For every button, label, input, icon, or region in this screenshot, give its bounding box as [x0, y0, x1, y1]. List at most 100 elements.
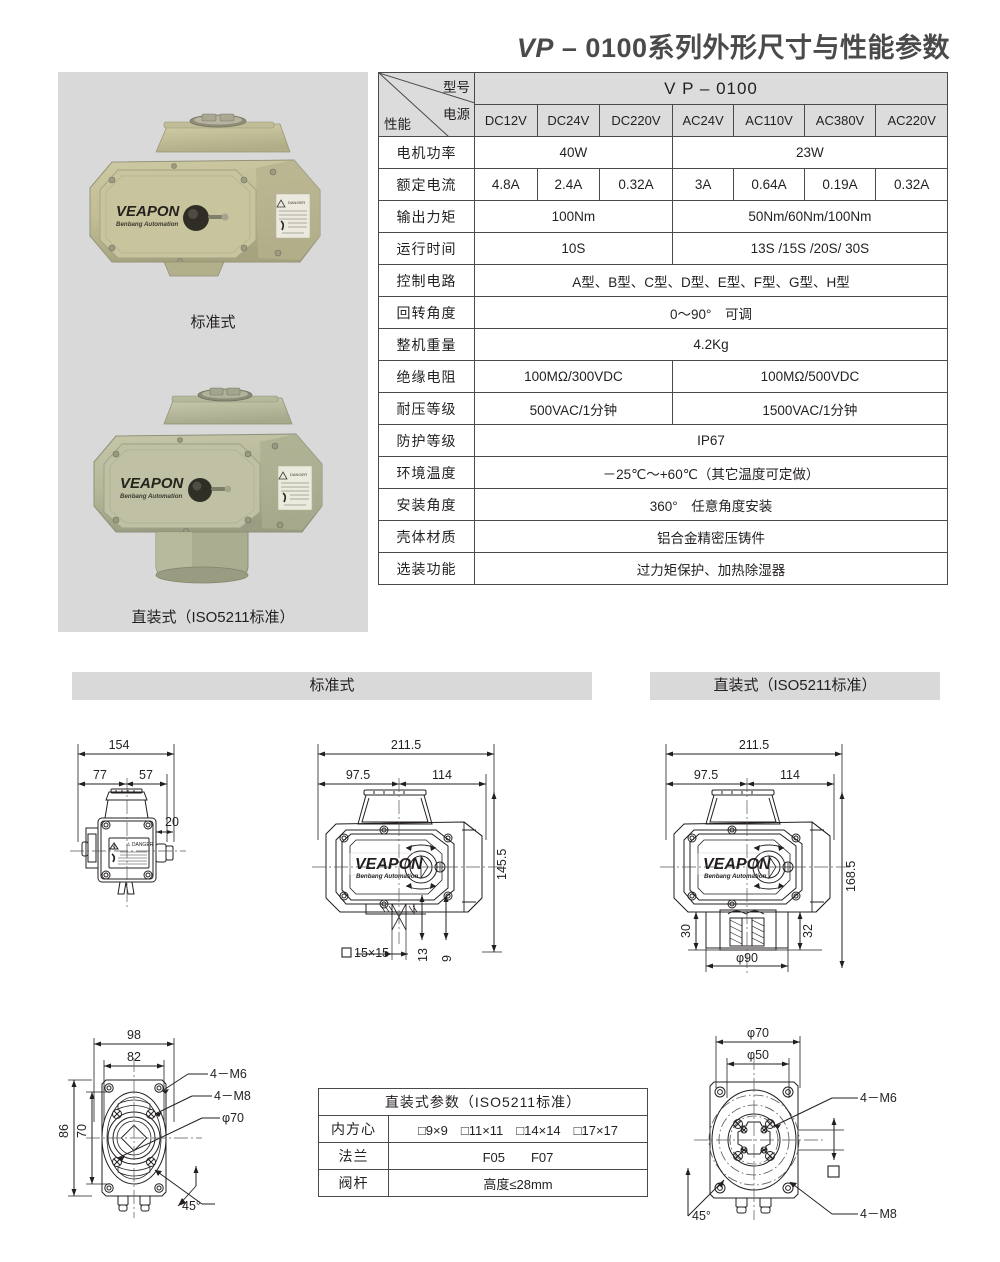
svg-text:DANGER: DANGER: [290, 472, 307, 477]
dim-phi90-label: φ90: [736, 951, 758, 965]
iso-table-title-row: 直装式参数（ISO5211标准）: [318, 1088, 648, 1116]
iso-row-value-0: □9×9 □11×11 □14×14 □17×17: [388, 1115, 648, 1143]
photo-iso-brand-text: VEAPON: [120, 475, 185, 492]
label-45deg-iso: 45°: [692, 1209, 711, 1223]
spec-row-value: 360° 任意角度安装: [474, 488, 948, 521]
spec-row-value: 0.32A: [599, 168, 673, 201]
spec-row-value: IP67: [474, 424, 948, 457]
drawing-front-iso: 211.5 97.5 114 168.5 30 32 φ90 VEAPON Be…: [644, 712, 954, 1042]
iso-row-key-1: 法兰: [318, 1142, 389, 1170]
spec-row-label: 选装功能: [378, 552, 475, 585]
photo-caption-iso: 直装式（ISO5211标准）: [131, 609, 295, 626]
voltage-header-5: AC380V: [803, 104, 877, 137]
product-photo-standard: VEAPON Benbang Automation DANGER 标准式: [58, 90, 368, 332]
iso-row-key-0: 内方心: [318, 1115, 389, 1143]
model-name-cell: V P – 0100: [474, 72, 948, 105]
product-photo-panel: VEAPON Benbang Automation DANGER 标准式: [58, 72, 368, 632]
iso-row-key-2: 阀杆: [318, 1169, 389, 1197]
spec-row-label: 安装角度: [378, 488, 475, 521]
spec-row-value: 4.2Kg: [474, 328, 948, 361]
dim-154-label: 154: [109, 738, 130, 752]
label-4-m8-std: 4－M8: [214, 1089, 251, 1103]
spec-row-label: 防护等级: [378, 424, 475, 457]
iso-table-row-2: 阀杆 高度≤28mm: [318, 1169, 648, 1197]
label-4-m6-iso: 4－M6: [860, 1091, 897, 1105]
label-4-m6-std: 4－M6: [210, 1067, 247, 1081]
dim-57-label: 57: [139, 768, 153, 782]
spec-row-value: 4.8A: [474, 168, 538, 201]
corner-label-performance: 性能: [384, 117, 411, 132]
spec-row-label: 输出力矩: [378, 200, 475, 233]
iso-row-value-1: F05 F07: [388, 1142, 648, 1170]
dim-9-label: 9: [440, 955, 454, 962]
corner-label-power: 电源: [443, 107, 470, 122]
spec-row-value: 40W: [474, 136, 673, 169]
dim-82-label: 82: [127, 1050, 141, 1064]
spec-row-value: 2.4A: [536, 168, 601, 201]
dim-98-label: 98: [127, 1028, 141, 1042]
spec-row-value: 100Nm: [474, 200, 673, 233]
actuator-photo-standard-image: VEAPON Benbang Automation DANGER: [89, 113, 321, 277]
dim-70-label: 70: [75, 1124, 89, 1138]
label-phi70-std: φ70: [222, 1111, 244, 1125]
spec-row-value: 50Nm/60Nm/100Nm: [671, 200, 949, 233]
photo-brand-text: VEAPON: [116, 203, 181, 220]
product-photo-iso: VEAPON Benbang Automation DANGER 直装式（IS: [58, 370, 368, 627]
spec-row-value: 铝合金精密压铸件: [474, 520, 948, 553]
label-4-m8-iso: 4－M8: [860, 1207, 897, 1221]
iso-parameter-table-body: 直装式参数（ISO5211标准） 内方心 □9×9 □11×11 □14×14 …: [318, 1088, 648, 1197]
drawing-band-standard: 标准式: [72, 672, 592, 700]
spec-row: 环境温度－25℃～+60℃（其它温度可定做）: [378, 456, 948, 489]
iso-parameter-table: 直装式参数（ISO5211标准） 内方心 □9×9 □11×11 □14×14 …: [318, 1088, 648, 1197]
drawing-bottom-iso: φ70 φ50 4－M6 4－M8 45°: [648, 1020, 948, 1260]
drawing-subbrand-iso: Benbang Automation: [704, 873, 767, 880]
voltage-header-3: AC24V: [671, 104, 735, 137]
spec-row-value: 10S: [474, 232, 673, 265]
dim-114-label: 114: [432, 768, 452, 782]
iso-table-title: 直装式参数（ISO5211标准）: [318, 1088, 648, 1116]
spec-row: 选装功能过力矩保护、加热除湿器: [378, 552, 948, 585]
spec-row-label: 电机功率: [378, 136, 475, 169]
dim-2115-label: 211.5: [391, 738, 421, 752]
specification-table: 型号 电源 性能 V P – 0100 DC12V DC24V DC220V A…: [378, 72, 949, 585]
dim-975-label: 97.5: [346, 768, 370, 782]
bottom-iso-svg: φ70 φ50 4－M6 4－M8 45°: [685, 1026, 897, 1223]
title-model-prefix: VP: [516, 33, 554, 63]
dim-1685-label: 168.5: [844, 861, 858, 892]
spec-row-value: 0.32A: [875, 168, 948, 201]
spec-row-label: 回转角度: [378, 296, 475, 329]
spec-row-label: 壳体材质: [378, 520, 475, 553]
spec-row-value: 13S /15S /20S/ 30S: [671, 232, 949, 265]
iso-table-row-0: 内方心 □9×9 □11×11 □14×14 □17×17: [318, 1115, 648, 1143]
dim-77-label: 77: [93, 768, 107, 782]
corner-diagonal-lines: [379, 73, 475, 137]
label-phi70-iso: φ70: [747, 1026, 769, 1040]
drawing-front-standard: 211.5 97.5 114 145.5 13 9 15×15 VEAPON B…: [296, 712, 606, 1022]
iso-table-row-1: 法兰 F05 F07: [318, 1142, 648, 1170]
spec-row-label: 控制电路: [378, 264, 475, 297]
spec-row-value: 过力矩保护、加热除湿器: [474, 552, 948, 585]
spec-row-value: 3A: [671, 168, 735, 201]
voltage-header-6: AC220V: [875, 104, 948, 137]
corner-header-cell: 型号 电源 性能: [378, 72, 475, 137]
spec-table-header-row-model: 型号 电源 性能 V P – 0100: [378, 72, 948, 137]
spec-row-value: 100MΩ/500VDC: [671, 360, 949, 393]
photo-caption-standard: 标准式: [190, 314, 236, 331]
spec-row-value: 23W: [671, 136, 949, 169]
spec-row-value: 0.64A: [733, 168, 805, 201]
spec-row-label: 环境温度: [378, 456, 475, 489]
drawing-band-iso: 直装式（ISO5211标准）: [650, 672, 940, 700]
side-view-svg: 154 77 57 20 ⚠ DANGER: [70, 738, 186, 908]
spec-row-value: 500VAC/1分钟: [474, 392, 673, 425]
voltage-header-2: DC220V: [599, 104, 673, 137]
spec-row-label: 耐压等级: [378, 392, 475, 425]
spec-row-label: 整机重量: [378, 328, 475, 361]
title-dash: –: [553, 33, 586, 63]
spec-row-label: 绝缘电阻: [378, 360, 475, 393]
svg-text:DANGER: DANGER: [288, 200, 305, 205]
